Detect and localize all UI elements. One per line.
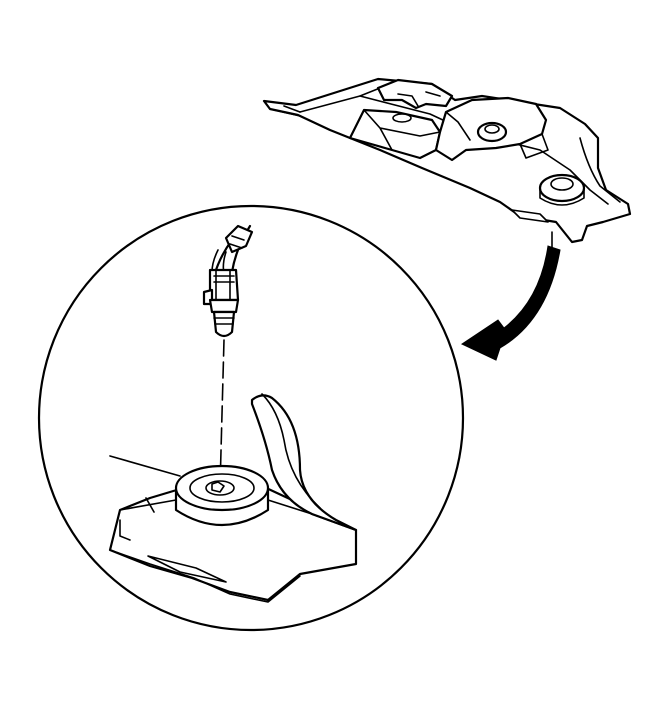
- panel-top-clip-detail: [397, 91, 441, 107]
- panel-slot: [511, 209, 549, 223]
- wire-sleeve-band: [229, 235, 245, 249]
- panel-oval-hole: [392, 113, 412, 123]
- panel-right-flange: [579, 137, 621, 203]
- detail-slot: [147, 555, 227, 583]
- bulb-socket-connector: [208, 268, 240, 302]
- panel-socket-boss-side: [539, 187, 585, 206]
- connector-ribs: [213, 269, 235, 301]
- panel-overview: [262, 77, 632, 244]
- panel-housing-detail: [445, 111, 549, 159]
- detail-magnifier: [37, 204, 465, 632]
- panel-top-clip: [376, 78, 454, 110]
- panel-left-end: [269, 105, 331, 131]
- detail-left-surface: [119, 499, 313, 515]
- socket-boss-key: [211, 481, 225, 493]
- magnifier-content: [108, 224, 358, 603]
- connector-bulb-base: [208, 298, 240, 314]
- callout-arrow: [460, 231, 561, 361]
- connector-bulb-groove: [213, 317, 235, 325]
- detail-curved-wall-inner: [261, 393, 321, 509]
- detail-flange-bottom: [109, 549, 301, 603]
- panel-center-boss-hole: [484, 124, 500, 134]
- install-path-dashed: [219, 339, 225, 489]
- callout-arrow-body: [460, 245, 561, 361]
- panel-raised-block-edge: [363, 109, 441, 151]
- detail-panel-top-edge: [109, 455, 181, 477]
- panel-socket-boss-hole: [550, 177, 574, 191]
